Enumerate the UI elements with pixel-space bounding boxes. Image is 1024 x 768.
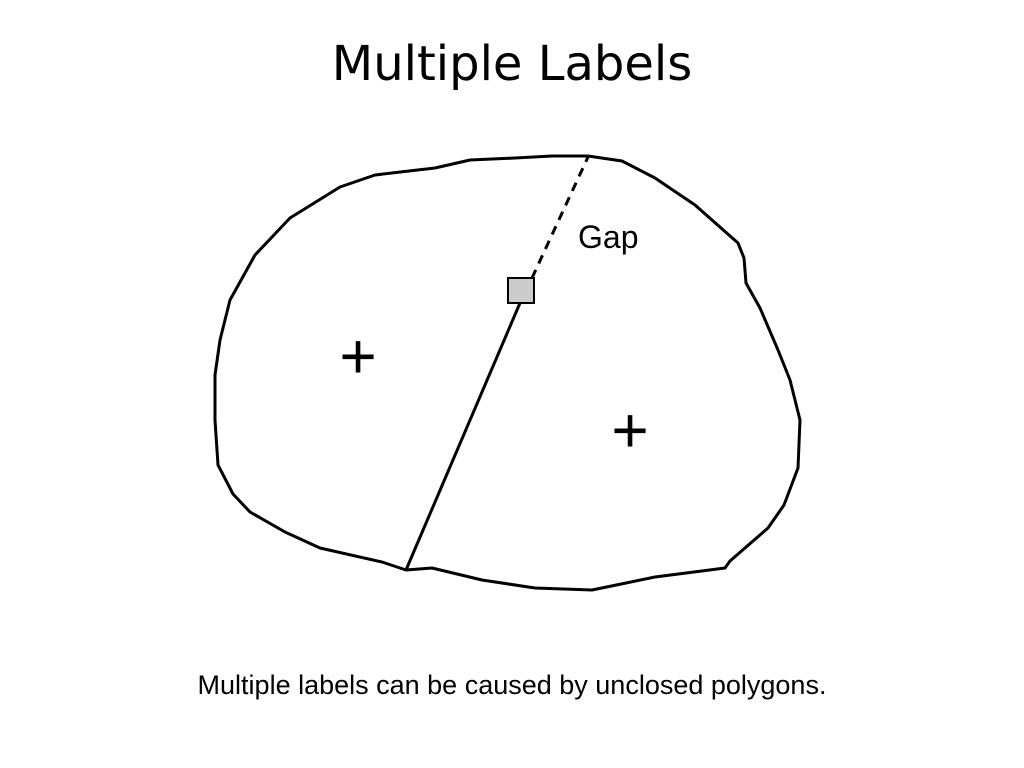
gap-label: Gap (578, 219, 638, 255)
dividing-line (404, 302, 522, 571)
slide-caption: Multiple labels can be caused by unclose… (197, 670, 827, 700)
right-region-marker: + (611, 394, 648, 466)
left-region-marker: + (339, 320, 376, 392)
endpoint-node (507, 277, 535, 304)
gap-dashed-line (530, 156, 590, 279)
slide-title: Multiple Labels (331, 36, 693, 92)
polygon-outline (213, 154, 802, 592)
